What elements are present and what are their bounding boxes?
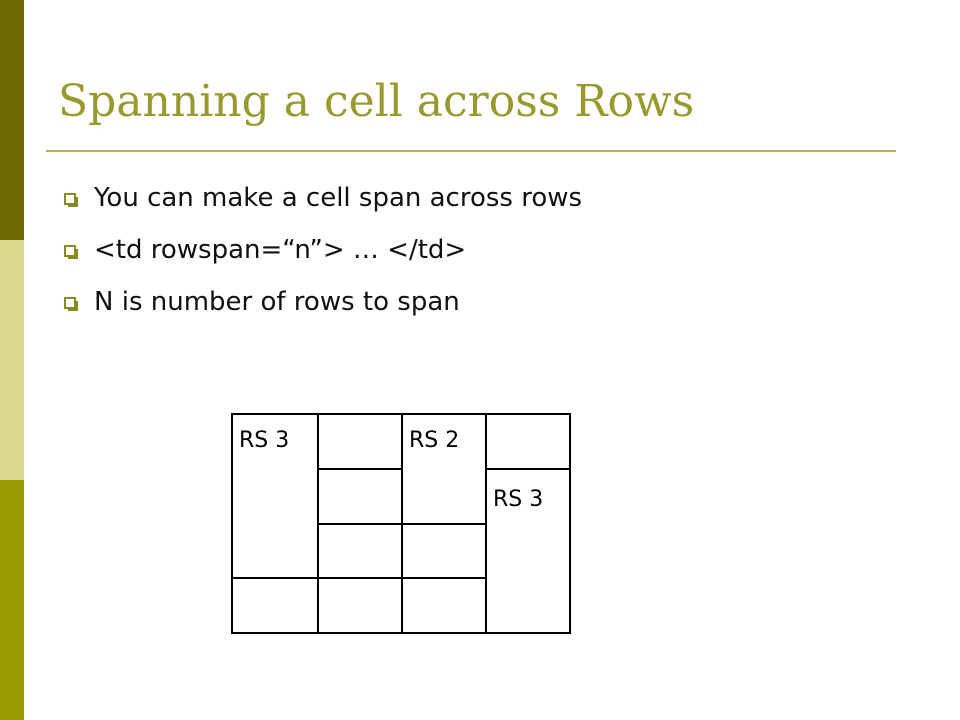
- rowspan-demo-table: RS 3 RS 2 RS 3: [231, 413, 571, 634]
- bullet-text: You can make a cell span across rows: [94, 183, 583, 213]
- table-cell: [317, 413, 403, 470]
- sidebar-segment-olive-bottom: [0, 480, 24, 720]
- bullet-item: You can make a cell span across rows: [64, 176, 582, 228]
- table-cell: [317, 577, 403, 634]
- table-cell-rs3-right: RS 3: [485, 468, 571, 634]
- title-underline: [46, 150, 896, 152]
- bullet-text: N is number of rows to span: [94, 287, 460, 317]
- cell-label: RS 3: [239, 428, 290, 453]
- bullet-item: <td rowspan=“n”> … </td>: [64, 228, 582, 280]
- table-cell: [317, 523, 403, 579]
- square-bullet-icon: [64, 245, 78, 259]
- sidebar-accent: [0, 0, 24, 720]
- slide-title: Spanning a cell across Rows: [58, 76, 695, 127]
- bullet-text: <td rowspan=“n”> … </td>: [94, 235, 467, 265]
- square-bullet-icon: [64, 193, 78, 207]
- bullet-list: You can make a cell span across rows <td…: [64, 176, 582, 332]
- sidebar-segment-dark: [0, 0, 24, 240]
- sidebar-segment-light: [0, 240, 24, 480]
- table-cell: [231, 577, 319, 634]
- cell-label: RS 2: [409, 428, 460, 453]
- table-cell: [317, 468, 403, 525]
- table-cell: [401, 523, 487, 579]
- table-cell: [485, 413, 571, 470]
- table-cell-rs2: RS 2: [401, 413, 487, 525]
- table-cell-rs3-left: RS 3: [231, 413, 319, 579]
- bullet-item: N is number of rows to span: [64, 280, 582, 332]
- table-row: [232, 523, 570, 579]
- table-cell: [401, 577, 487, 634]
- table-row: RS 3: [232, 468, 571, 634]
- square-bullet-icon: [64, 297, 78, 311]
- cell-label: RS 3: [493, 487, 544, 512]
- table-row: RS 3 RS 2: [231, 413, 571, 579]
- table-row: [231, 577, 570, 634]
